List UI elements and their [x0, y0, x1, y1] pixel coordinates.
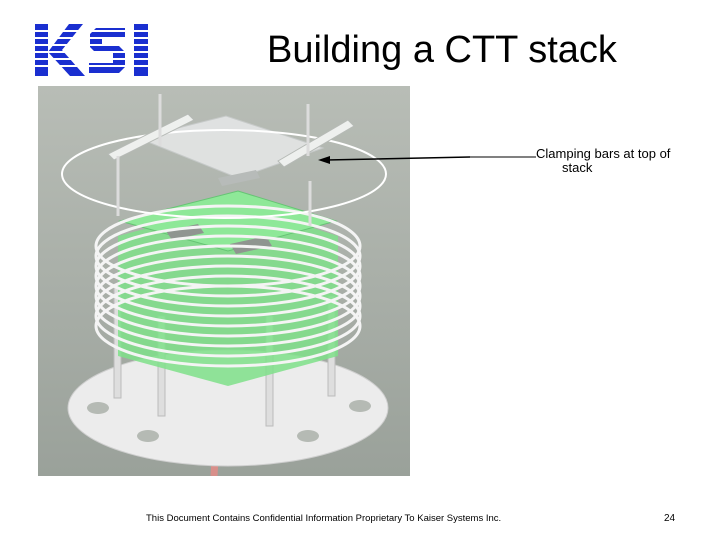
confidentiality-footer: This Document Contains Confidential Info…: [146, 513, 502, 524]
ksi-logo: [33, 24, 151, 76]
page-number: 24: [664, 513, 676, 524]
callout-line-1: Clamping bars at top of: [536, 146, 671, 161]
callout-clamping-bars: Clamping bars at top of stack: [536, 147, 716, 175]
ctt-stack-render: [38, 86, 410, 476]
callout-line-2: stack: [562, 160, 593, 175]
slide-title: Building a CTT stack: [267, 29, 617, 71]
